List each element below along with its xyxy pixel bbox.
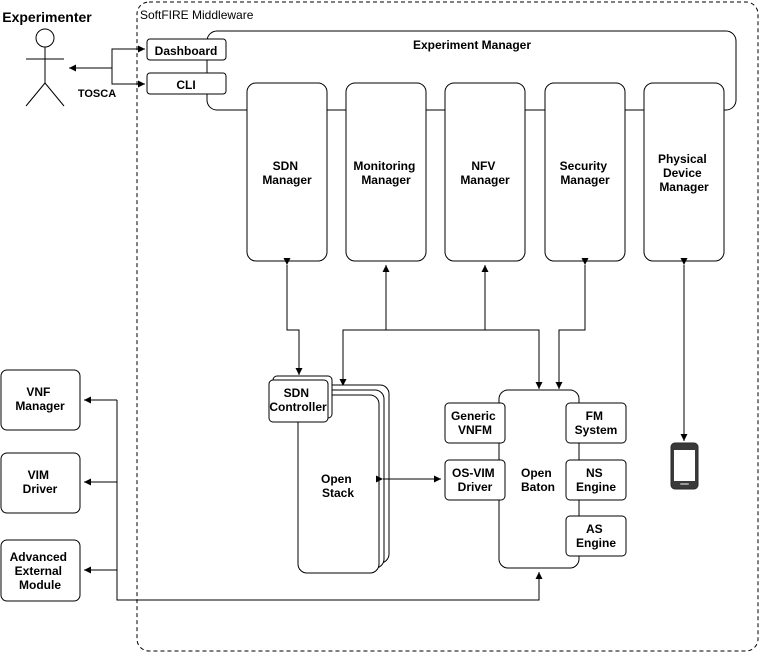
mobile-phone-icon [670, 442, 699, 490]
middleware-title: SoftFIRE Middleware [140, 8, 254, 22]
physical-device-manager-label: Physical Device Manager [658, 152, 710, 194]
monitoring-manager-label: Monitoring Manager [353, 159, 418, 187]
experimenter-label: Experimenter [2, 9, 92, 25]
cli-button[interactable] [146, 72, 227, 95]
dashboard-button[interactable] [146, 38, 227, 61]
nfv-manager-box[interactable] [444, 82, 526, 262]
nfv-manager-label: NFV Manager [460, 159, 510, 187]
actor-to-cli-connector [111, 68, 145, 88]
generic-vnfm-box[interactable] [444, 402, 506, 444]
external-bus-trunk [116, 400, 543, 601]
experimenter-actor-icon [25, 28, 65, 107]
shared-bus-to-openbaton [343, 329, 543, 389]
ns-engine-box[interactable] [565, 459, 627, 501]
security-manager-label: Security Manager [560, 159, 611, 187]
actor-to-dashboard-connector [111, 45, 145, 68]
security-manager-connector [555, 258, 589, 389]
osvim-driver-label: OS-VIM Driver [452, 466, 498, 494]
monitoring-manager-box[interactable] [345, 82, 427, 262]
advanced-external-module-label: Advanced External Module [10, 550, 71, 592]
generic-vnfm-label: Generic VNFM [451, 409, 499, 437]
cli-label: CLI [176, 78, 195, 92]
middleware-boundary [136, 1, 759, 652]
experiment-manager-label: Experiment Manager [413, 38, 531, 52]
shared-bus-to-controller [339, 329, 539, 386]
vim-driver-label: VIM Driver [23, 468, 58, 496]
as-engine-label: AS Engine [576, 522, 616, 550]
osvim-driver-box[interactable] [444, 459, 506, 501]
vnf-manager-label: VNF Manager [15, 385, 65, 413]
ns-engine-label: NS Engine [576, 466, 616, 494]
sdn-manager-controller-connector [283, 258, 303, 375]
sdn-controller-label: SDN Controller [269, 386, 327, 414]
tosca-label: TOSCA [78, 88, 116, 100]
vnf-manager-box[interactable] [0, 369, 81, 431]
advanced-external-module-box[interactable] [0, 539, 81, 602]
sdn-manager-label: SDN Manager [262, 159, 312, 187]
vim-driver-box[interactable] [0, 452, 81, 514]
openstack-box[interactable] [297, 394, 380, 574]
openstack-label: Open Stack [321, 472, 355, 500]
dashboard-label: Dashboard [155, 44, 218, 58]
openbaton-label: Open Baton [521, 466, 555, 494]
as-engine-box[interactable] [565, 515, 627, 557]
fm-system-box[interactable] [565, 402, 627, 444]
sdn-controller-box[interactable] [268, 379, 329, 423]
fm-system-label: FM System [575, 409, 618, 437]
